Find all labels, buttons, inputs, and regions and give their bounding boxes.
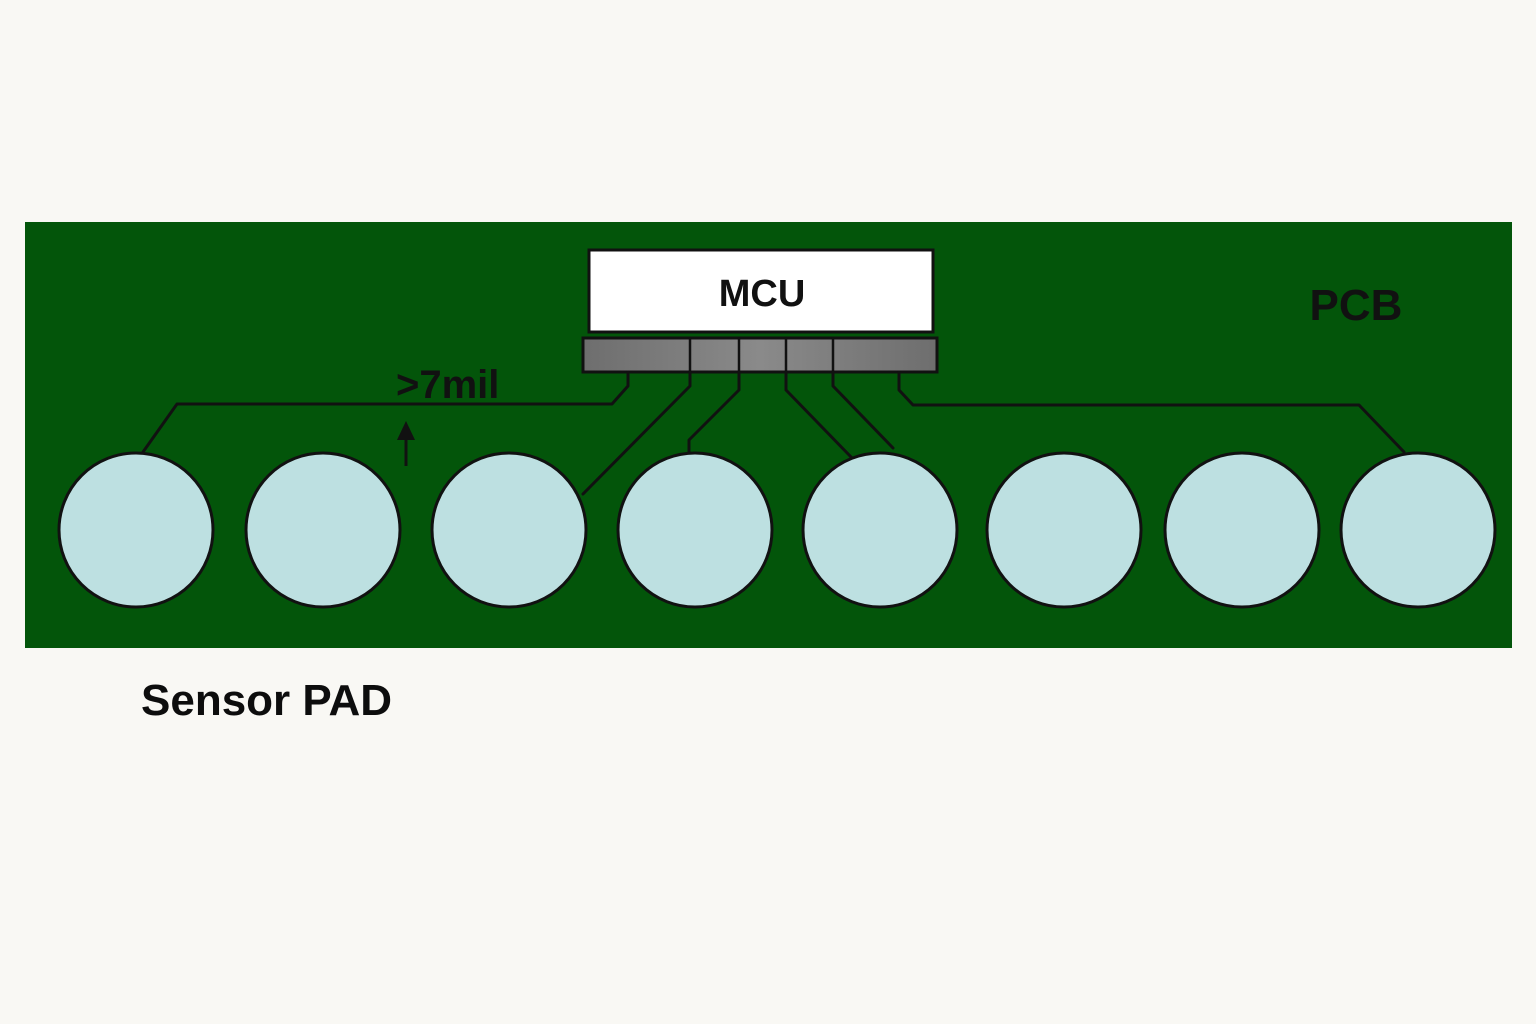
trace-pad-5a: [784, 370, 854, 460]
trace-pad-3: [581, 370, 692, 496]
sensor-pad-caption: Sensor PAD: [141, 676, 393, 725]
trace-pad-4: [687, 370, 741, 454]
trace-pad-1: [141, 370, 630, 454]
pcb-label: PCB: [1310, 281, 1403, 330]
sensor-pad: [801, 451, 959, 609]
sensor-pad: [616, 451, 774, 609]
trace-pad-5b: [831, 370, 895, 450]
traces: [141, 370, 1406, 496]
mcu-chip: [587, 248, 935, 334]
sensor-pad: [1163, 451, 1321, 609]
sensor-pad: [1339, 451, 1497, 609]
arrow-up-icon: [397, 421, 415, 466]
trace-pad-8: [897, 370, 1406, 454]
sensor-pads: [57, 451, 1497, 609]
sensor-pad: [244, 451, 402, 609]
sensor-pad: [57, 451, 215, 609]
sensor-pad: [985, 451, 1143, 609]
spacing-label: >7mil: [396, 363, 499, 407]
mcu-label: MCU: [719, 273, 806, 315]
sensor-pad: [430, 451, 588, 609]
mcu-pin-strip: [581, 336, 939, 374]
